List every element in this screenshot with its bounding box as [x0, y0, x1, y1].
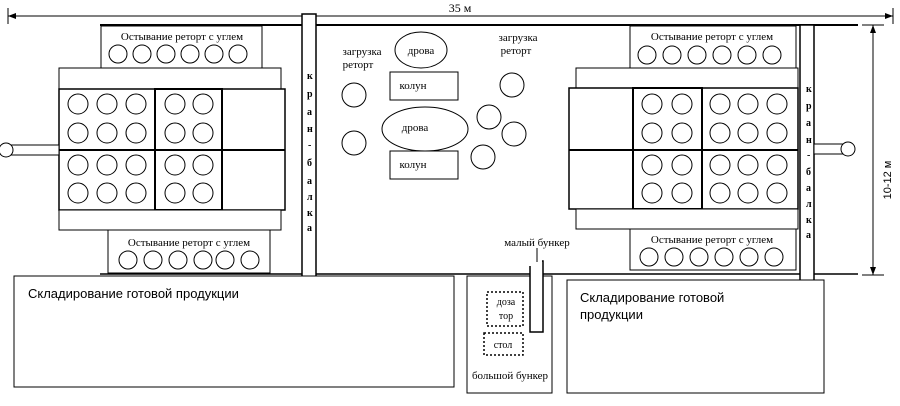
- length-label: 35 м: [449, 1, 472, 15]
- big-bunker-label: большой бункер: [472, 370, 549, 382]
- crane-beam-label-right: к р а н - б а л к а: [806, 84, 812, 241]
- cooling-retorts-left-bottom: [118, 250, 260, 270]
- left-retort-section: Остывание реторт с углем: [0, 25, 286, 274]
- svg-text:-: -: [807, 150, 810, 161]
- shelf-right-lower: [575, 208, 799, 230]
- table: [483, 332, 524, 356]
- svg-text:колун: колун: [399, 159, 426, 171]
- width-dimension: 10-12 м: [862, 24, 894, 276]
- svg-text:дрова: дрова: [408, 45, 435, 57]
- exhaust-pipe-left: [9, 144, 60, 156]
- shelf-right-upper: [575, 67, 799, 89]
- length-dimension: 35 м: [7, 1, 894, 24]
- exhaust-pipe-right: [813, 143, 845, 155]
- splitter-top: [389, 71, 459, 101]
- cooling-retorts-right-top: [637, 45, 782, 65]
- svg-text:к: к: [806, 84, 812, 95]
- firewood-pile-top: [394, 31, 448, 69]
- storage-area-right: [566, 279, 825, 394]
- svg-text:дрова: дрова: [402, 122, 429, 134]
- cooling-label-right-top: Остывание реторт с углем: [651, 31, 773, 43]
- svg-text:р: р: [307, 89, 313, 100]
- cooling-retorts-right-bottom: [639, 247, 784, 267]
- width-label: 10-12 м: [882, 161, 894, 200]
- small-bunker-label: малый бункер: [504, 237, 570, 249]
- shelf-left-lower: [58, 209, 282, 231]
- svg-text:н: н: [806, 135, 812, 146]
- crane-beam-label-left: к р а н - б а л к а: [307, 71, 313, 234]
- svg-text:л: л: [307, 192, 313, 203]
- svg-text:а: а: [307, 223, 312, 234]
- storage-area-left: [13, 275, 455, 388]
- storage-label-left: Складирование готовой продукции: [28, 286, 239, 301]
- svg-text:а: а: [806, 118, 811, 129]
- svg-text:к: к: [806, 215, 812, 226]
- splitter-bottom: [389, 150, 459, 180]
- loading-retorts: [341, 72, 527, 170]
- retorts-left: [67, 93, 214, 204]
- svg-text:а: а: [307, 176, 312, 187]
- cooling-label-left-bottom: Остывание реторт с углем: [128, 237, 250, 249]
- svg-text:н: н: [307, 124, 313, 135]
- cooling-label-right-bottom: Остывание реторт с углем: [651, 234, 773, 246]
- svg-text:колун: колун: [399, 80, 426, 92]
- right-retort-section: Остывание реторт с углем: [568, 25, 856, 271]
- svg-text:к: к: [307, 208, 313, 219]
- cooling-label-left-top: Остывание реторт с углем: [121, 31, 243, 43]
- storage-label-right-1: Складирование готовой: [580, 290, 724, 305]
- svg-text:а: а: [806, 183, 811, 194]
- small-bunker: [529, 260, 544, 333]
- storage-label-right-2: продукции: [580, 307, 643, 322]
- svg-text:-: -: [308, 140, 311, 151]
- cooling-retorts-left-top: [108, 44, 248, 64]
- svg-text:тор: тор: [499, 311, 513, 322]
- svg-text:р: р: [806, 101, 812, 112]
- svg-text:доза: доза: [497, 297, 516, 308]
- svg-text:а: а: [307, 107, 312, 118]
- svg-text:к: к: [307, 71, 313, 82]
- shelf-left-upper: [58, 67, 282, 90]
- svg-text:б: б: [806, 167, 811, 178]
- svg-text:стол: стол: [494, 340, 513, 351]
- svg-text:л: л: [806, 199, 812, 210]
- dispenser: [486, 291, 524, 327]
- retorts-right: [641, 93, 788, 204]
- svg-text:а: а: [806, 230, 811, 241]
- svg-text:б: б: [307, 158, 312, 169]
